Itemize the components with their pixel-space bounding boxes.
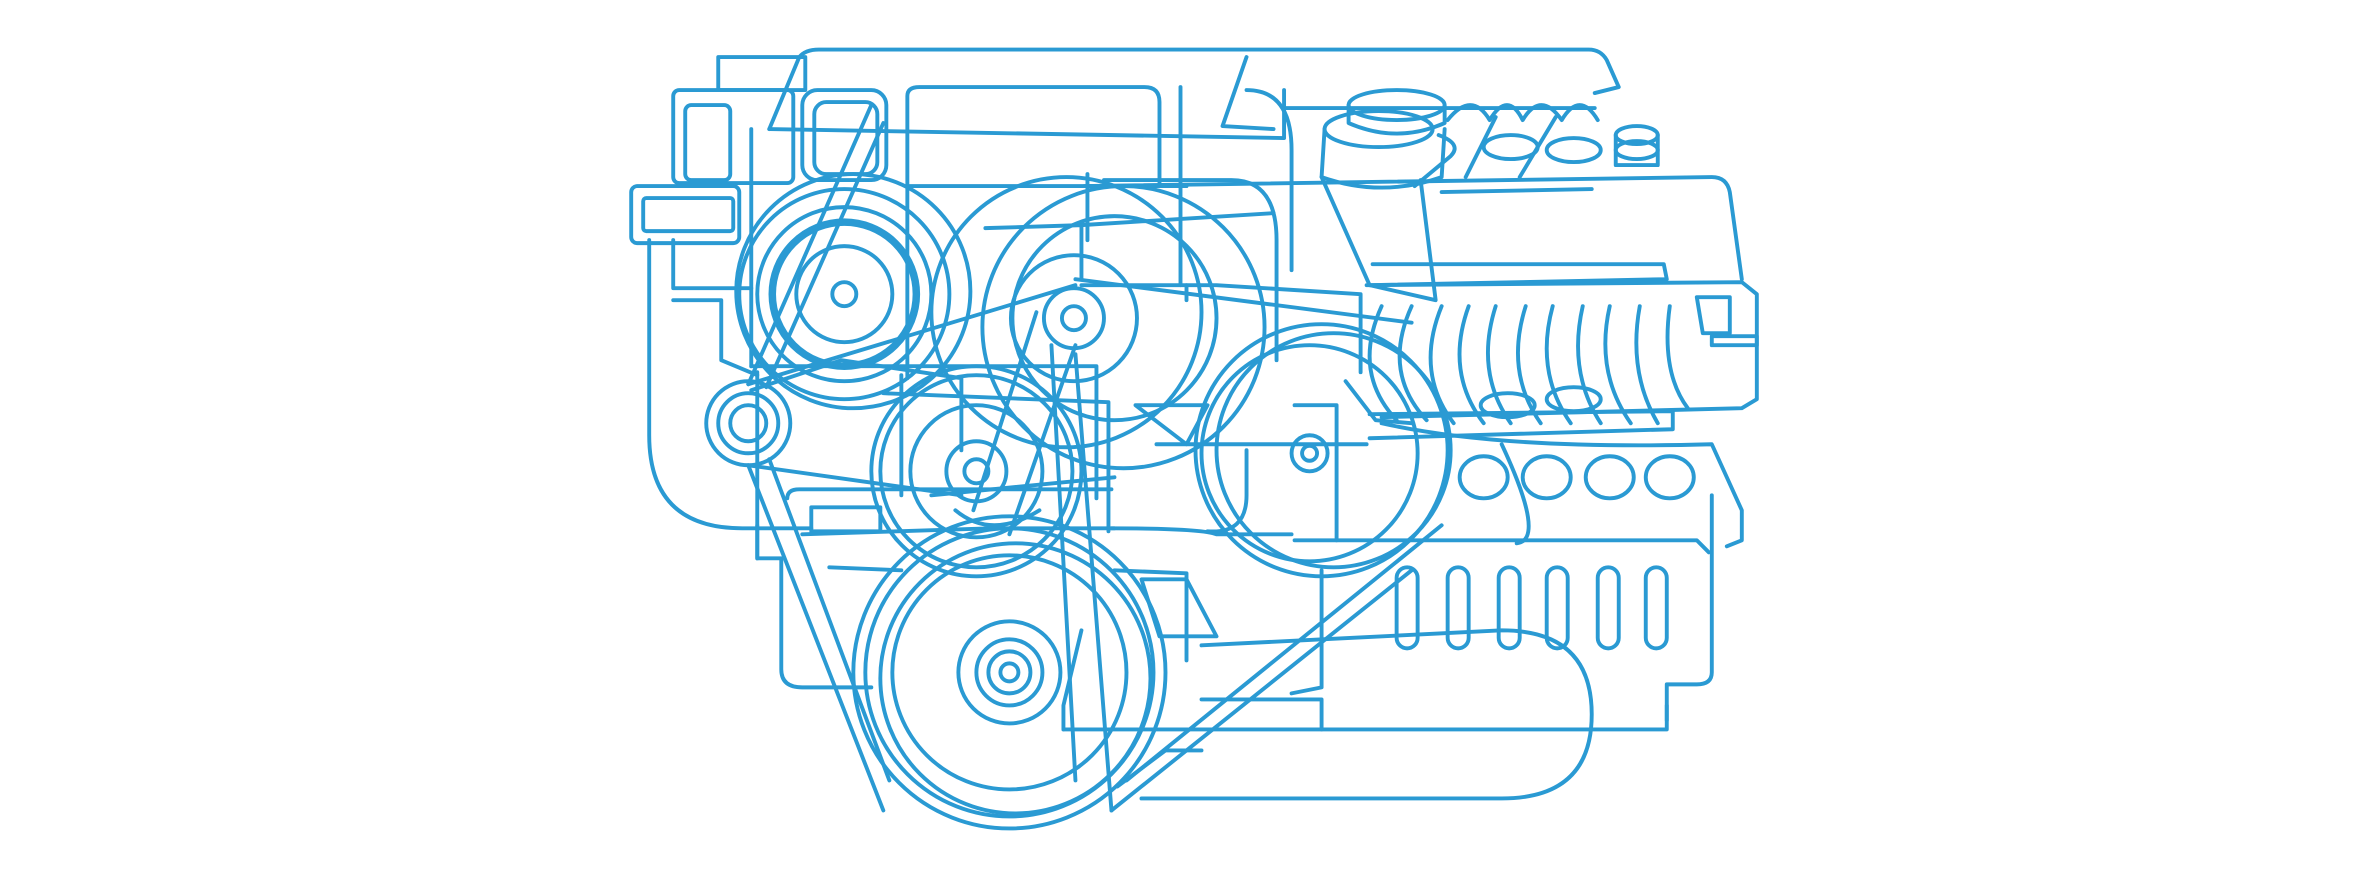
small-idler-left: [704, 379, 793, 468]
intake-manifold: [1082, 175, 1759, 441]
frame-lines: [749, 184, 1369, 732]
injector-rail: [1439, 103, 1660, 195]
oil-filler-cap: [1319, 88, 1457, 303]
engine-block: [1061, 403, 1714, 801]
idler-pulley-large: [929, 172, 1279, 471]
oil-pan: [755, 448, 1294, 789]
top-housing: [671, 47, 1621, 288]
cylinder-head: [1343, 379, 1744, 549]
alternator-pulley: [734, 172, 973, 453]
